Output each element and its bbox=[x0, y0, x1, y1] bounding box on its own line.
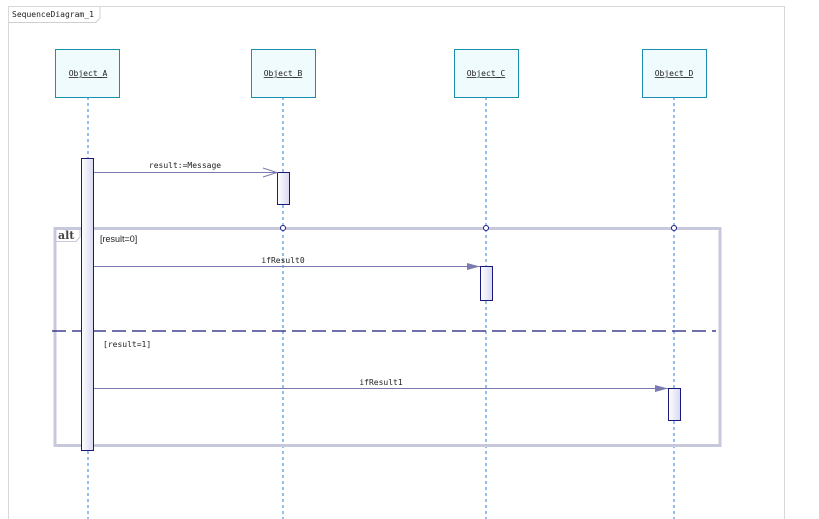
lifeline-d-fragment-marker bbox=[671, 225, 677, 231]
message-result-message[interactable]: result:=Message bbox=[94, 161, 279, 178]
alt-fragment-tab bbox=[56, 230, 81, 242]
object-a[interactable]: Object_A bbox=[55, 49, 120, 98]
lifeline-c-fragment-marker bbox=[483, 225, 489, 231]
message-label: result:=Message bbox=[149, 161, 221, 170]
object-a-label: Object_A bbox=[69, 69, 108, 78]
object-b[interactable]: Object_B bbox=[251, 49, 316, 98]
message-ifresult1[interactable]: ifResult1 bbox=[94, 378, 668, 392]
activation-object-d[interactable] bbox=[668, 388, 681, 421]
object-d-label: Object_D bbox=[655, 69, 694, 78]
message-label: ifResult0 bbox=[261, 256, 305, 265]
message-label: ifResult1 bbox=[359, 378, 403, 387]
alt-fragment[interactable] bbox=[53, 227, 722, 447]
activation-object-c[interactable] bbox=[480, 266, 493, 301]
object-d[interactable]: Object_D bbox=[642, 49, 707, 98]
message-ifresult0[interactable]: ifResult0 bbox=[94, 256, 480, 270]
activation-object-b[interactable] bbox=[277, 172, 290, 205]
object-c[interactable]: Object_C bbox=[454, 49, 519, 98]
open-arrowhead-icon bbox=[262, 167, 279, 178]
diagram-title: SequenceDiagram_1 bbox=[12, 10, 94, 19]
guard-result-1: [result=1] bbox=[103, 340, 151, 349]
object-b-label: Object_B bbox=[264, 69, 303, 78]
guard-result-0: [result=0] bbox=[100, 234, 137, 244]
lifeline-b-fragment-marker bbox=[280, 225, 286, 231]
filled-arrowhead-icon bbox=[467, 263, 480, 270]
activation-object-a[interactable] bbox=[81, 158, 94, 451]
alt-operator-label: alt bbox=[58, 229, 75, 242]
object-c-label: Object_C bbox=[467, 69, 506, 78]
filled-arrowhead-icon bbox=[655, 385, 668, 392]
diagram-frame bbox=[8, 6, 785, 519]
diagram-title-tab bbox=[8, 6, 101, 23]
